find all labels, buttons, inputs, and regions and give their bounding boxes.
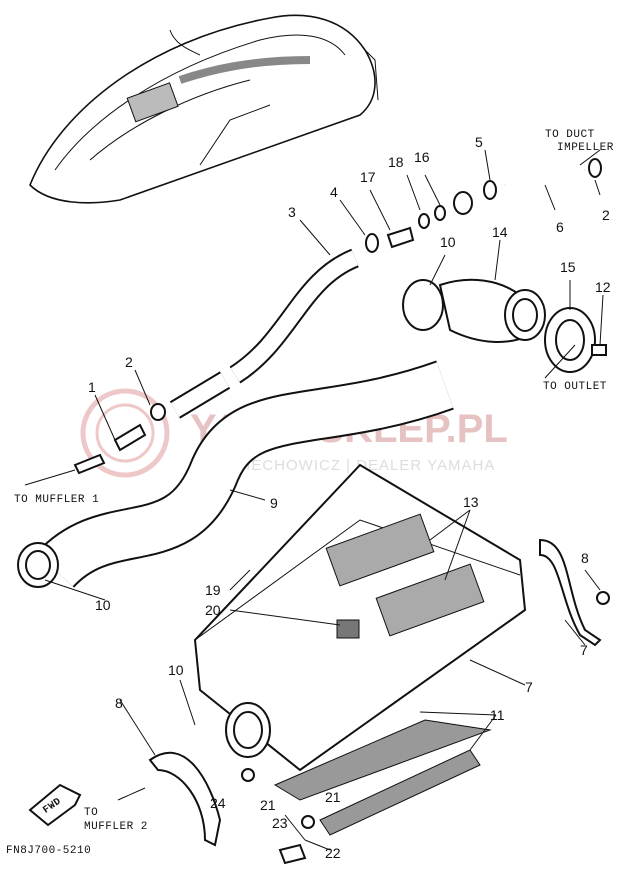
callout-12: 13 (463, 494, 479, 510)
callout-22: 22 (325, 845, 341, 861)
leader-lines (24, 149, 604, 851)
hose-9 (17, 360, 454, 589)
callout-7a: 7 (580, 642, 588, 658)
callout-23: 23 (272, 815, 288, 831)
callout-6: 7 (525, 679, 533, 695)
callout-18: 18 (388, 154, 404, 170)
callout-7b: 8 (115, 695, 123, 711)
callout-2b: 2 (125, 354, 133, 370)
callout-10c: 10 (168, 662, 184, 678)
callout-8: 8 (581, 550, 589, 566)
hose-3 (169, 248, 360, 419)
callout-21b: 21 (260, 797, 276, 813)
callout-3: 3 (288, 204, 296, 220)
muffler-2-note: MUFFLER 2 (84, 821, 148, 833)
callout-4a: 5 (475, 134, 483, 150)
callout-11: 11 (490, 707, 505, 723)
callout-14: 12 (595, 279, 611, 295)
upper-hose-assembly (365, 158, 602, 253)
callout-10b: 10 (95, 597, 111, 613)
watermark-subtitle: WOJCIECHOWICZ | DEALER YAMAHA (198, 457, 495, 474)
impeller-note: IMPELLER (557, 142, 614, 154)
callout-13: 14 (492, 224, 508, 240)
fwd-arrow-icon (28, 783, 82, 827)
muffler-6 (193, 463, 527, 772)
elbow-13 (402, 278, 607, 373)
watercraft-outline (29, 14, 379, 204)
callout-24: 24 (210, 795, 226, 811)
drawing-code: FN8J700-5210 (6, 845, 91, 857)
callout-16: 16 (414, 149, 430, 165)
callout-2a: 2 (602, 207, 610, 223)
to-outlet-note: TO OUTLET (543, 381, 607, 393)
callout-17: 17 (360, 169, 376, 185)
fitting-1 (73, 403, 166, 475)
callout-labels: 2 5 16 18 17 4 3 6 14 10 15 12 2 1 9 13 … (88, 134, 611, 861)
to-note: TO (84, 807, 98, 819)
bands-and-plates (148, 538, 610, 865)
callout-5: 6 (556, 219, 564, 235)
callout-20: 19 (205, 582, 221, 598)
annotations: TO DUCT IMPELLER TO OUTLET TO MUFFLER 1 … (6, 129, 614, 857)
callout-4b: 4 (330, 184, 338, 200)
callout-19: 20 (205, 602, 221, 618)
callout-10a: 10 (440, 234, 456, 250)
callout-9: 9 (270, 495, 278, 511)
callout-21a: 21 (325, 789, 341, 805)
callout-1: 1 (88, 379, 96, 395)
callout-15: 15 (560, 259, 576, 275)
to-duct-note: TO DUCT (545, 129, 595, 141)
to-muffler-1-note: TO MUFFLER 1 (14, 494, 99, 506)
